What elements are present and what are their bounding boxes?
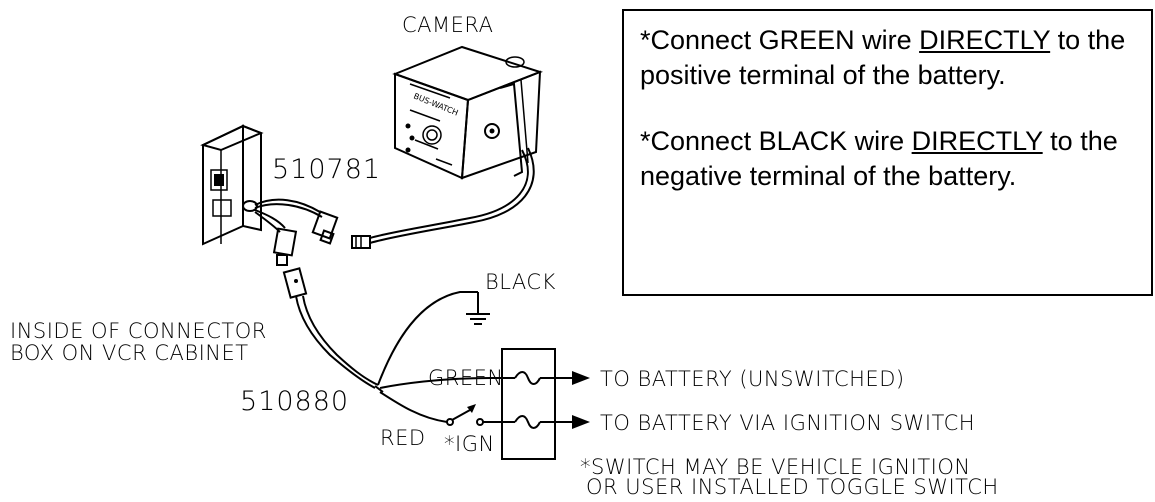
- black-note-prefix: *Connect BLACK wire: [640, 126, 912, 156]
- green-note-prefix: *Connect GREEN wire: [640, 25, 920, 55]
- switch-note-line2: OR USER INSTALLED TOGGLE SWITCH: [586, 475, 999, 499]
- arrow-unswitched-icon: [572, 371, 590, 385]
- black-wire-note: *Connect BLACK wire DIRECTLY to the nega…: [640, 124, 1137, 194]
- black-note-suffix: to the negative terminal of the battery.: [640, 126, 1118, 191]
- part-510781-label: 510781: [272, 154, 381, 185]
- inside-connector-label-line1: INSIDE OF CONNECTOR: [10, 319, 267, 343]
- ign-label: *IGN: [444, 432, 495, 456]
- green-wire-note: *Connect GREEN wire DIRECTLY to the posi…: [640, 23, 1137, 93]
- to-battery-ignition-label: TO BATTERY VIA IGNITION SWITCH: [600, 411, 975, 435]
- wiring-note-box: *Connect GREEN wire DIRECTLY to the posi…: [622, 9, 1153, 296]
- arrow-ignition-icon: [572, 415, 590, 429]
- harness-510880-drawing: [282, 267, 515, 426]
- connector-box-drawing: [200, 124, 371, 266]
- fuse-holder: [501, 348, 590, 460]
- camera-face-text: BUS-WATCH: [409, 83, 460, 166]
- part-510880-label: 510880: [240, 386, 349, 417]
- inside-connector-label-line2: BOX ON VCR CABINET: [10, 341, 249, 365]
- green-note-emphasis: DIRECTLY: [919, 25, 1051, 55]
- black-wire-label: BLACK: [485, 270, 556, 294]
- green-note-suffix: to the positive terminal of the battery.: [640, 25, 1126, 90]
- red-wire-label: RED: [380, 426, 426, 450]
- to-battery-unswitched-label: TO BATTERY (UNSWITCHED): [600, 367, 905, 391]
- camera-drawing: BUS-WATCH: [369, 45, 543, 244]
- black-note-emphasis: DIRECTLY: [911, 126, 1043, 156]
- camera-label: CAMERA: [402, 13, 494, 37]
- switch-note-line1: *SWITCH MAY BE VEHICLE IGNITION: [580, 455, 971, 479]
- green-wire-label: GREEN: [428, 366, 504, 390]
